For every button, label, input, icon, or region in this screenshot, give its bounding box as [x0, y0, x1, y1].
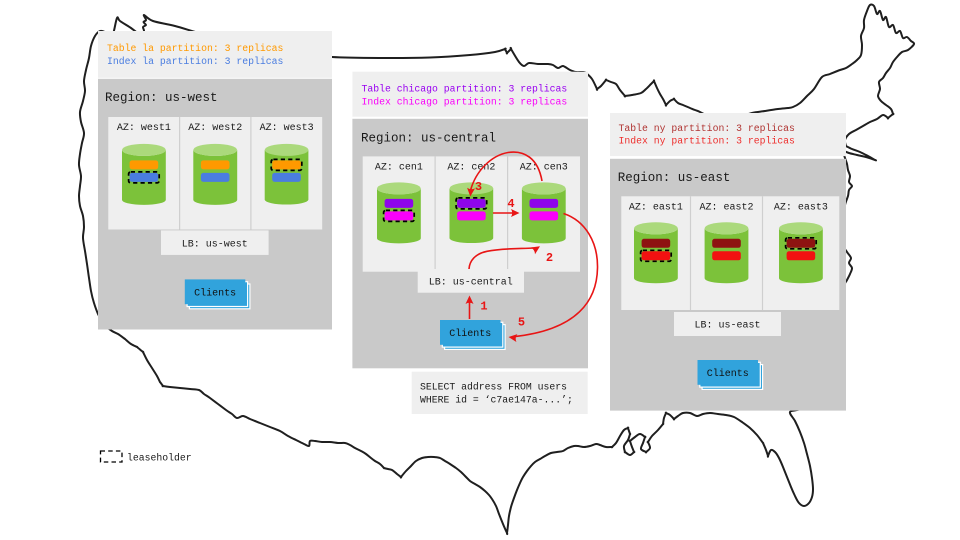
svg-text:AZ: east3: AZ: east3	[774, 202, 828, 213]
svg-text:Clients: Clients	[194, 287, 236, 299]
svg-text:LB: us-west: LB: us-west	[182, 239, 248, 250]
svg-text:Index chicago partition: 3 rep: Index chicago partition: 3 replicas	[362, 96, 568, 107]
svg-text:Region: us-central: Region: us-central	[361, 131, 496, 145]
svg-text:AZ: west1: AZ: west1	[117, 123, 171, 134]
svg-text:Table chicago partition: 3 rep: Table chicago partition: 3 replicas	[362, 83, 568, 94]
svg-text:leaseholder: leaseholder	[127, 452, 192, 463]
svg-text:AZ: cen3: AZ: cen3	[520, 162, 568, 173]
svg-text:Clients: Clients	[707, 368, 749, 380]
svg-text:AZ: cen2: AZ: cen2	[447, 162, 495, 173]
svg-text:LB: us-east: LB: us-east	[694, 321, 760, 332]
svg-text:AZ: west2: AZ: west2	[188, 123, 242, 134]
svg-text:Region: us-east: Region: us-east	[618, 171, 731, 185]
svg-text:Index ny partition: 3 replicas: Index ny partition: 3 replicas	[619, 136, 795, 147]
svg-text:AZ: cen1: AZ: cen1	[375, 162, 423, 173]
svg-text:3: 3	[475, 180, 482, 194]
svg-text:Clients: Clients	[449, 328, 491, 340]
svg-text:Table ny partition: 3 replicas: Table ny partition: 3 replicas	[619, 123, 795, 134]
svg-text:2: 2	[546, 251, 553, 265]
svg-text:Region: us-west: Region: us-west	[105, 91, 218, 105]
svg-text:5: 5	[518, 316, 525, 330]
svg-text:LB: us-central: LB: us-central	[429, 277, 513, 289]
svg-text:AZ: west3: AZ: west3	[260, 123, 314, 134]
svg-text:AZ: east1: AZ: east1	[629, 202, 683, 213]
svg-text:SELECT address FROM users: SELECT address FROM users	[420, 381, 567, 392]
svg-text:AZ: east2: AZ: east2	[699, 202, 753, 213]
svg-text:1: 1	[480, 300, 487, 314]
svg-text:WHERE id = ‘c7ae147a-...’;: WHERE id = ‘c7ae147a-...’;	[420, 395, 573, 406]
svg-text:Index la partition: 3 replicas: Index la partition: 3 replicas	[107, 56, 283, 67]
svg-text:4: 4	[507, 197, 514, 211]
svg-text:Table la partition: 3 replicas: Table la partition: 3 replicas	[107, 43, 283, 54]
